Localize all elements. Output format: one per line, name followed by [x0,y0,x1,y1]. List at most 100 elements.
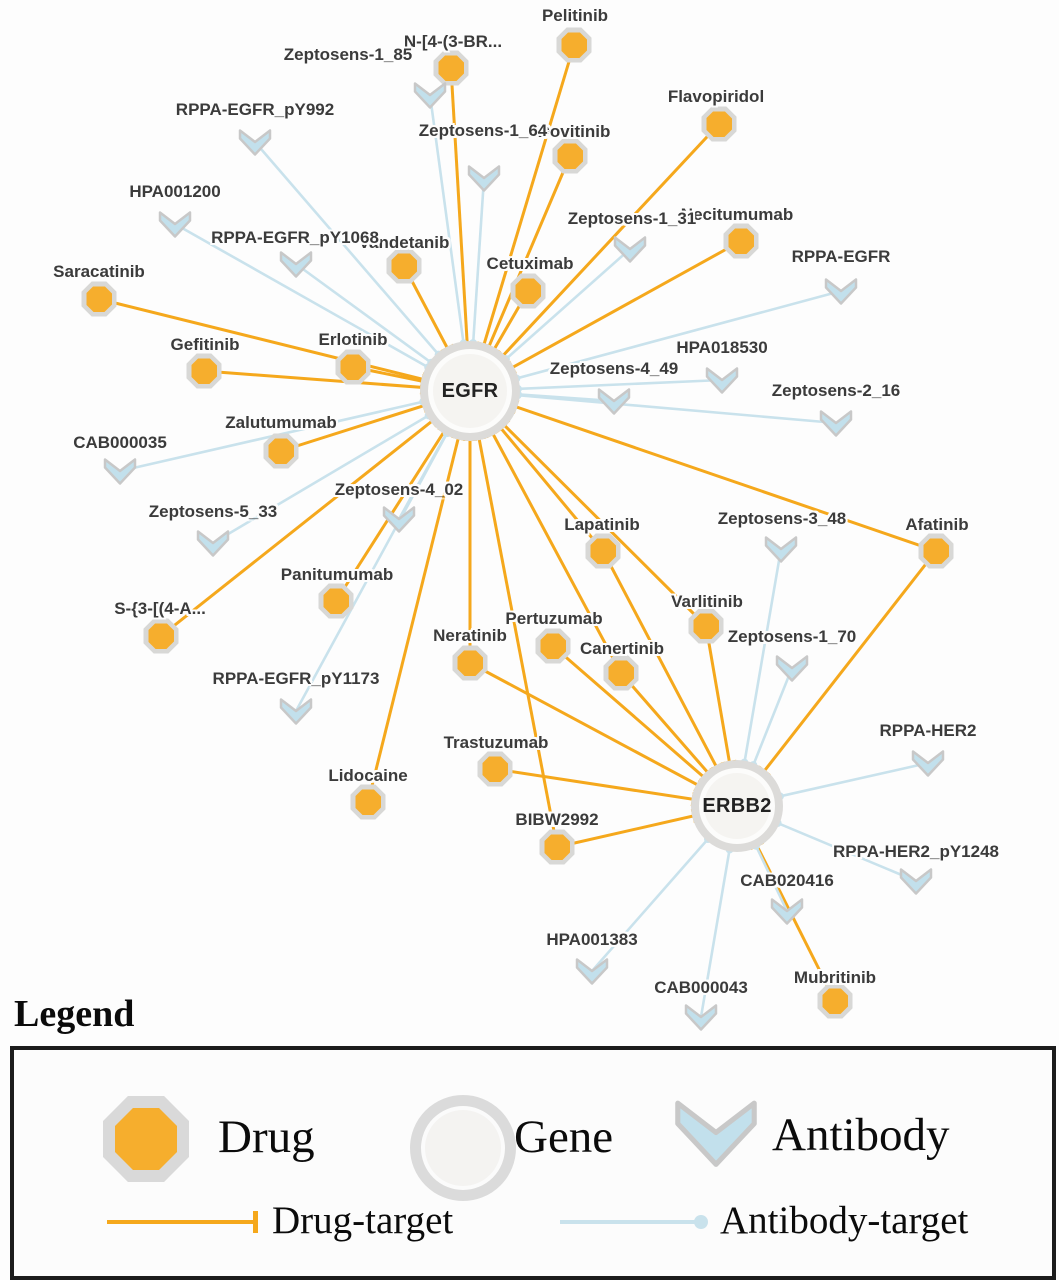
antibody-chevron-icon [575,958,609,985]
drug-target-edge [366,390,472,803]
antibody-chevron-icon [597,388,631,415]
antibody-target-edge [469,389,837,425]
antibody-node-zeptosens_4_49 [596,386,632,417]
node-label-trastuzumab: Trastuzumab [443,733,549,752]
drug-octagon-icon [340,354,366,380]
node-label-cab000035: CAB000035 [73,433,167,452]
node-label-rppa_her2: RPPA-HER2 [879,721,977,740]
inhibition-tee-icon [253,1211,258,1233]
drug-target-edge [469,389,937,553]
drug-octagon-icon [323,588,349,614]
drug-target-edge [601,550,739,807]
antibody-chevron-icon [158,211,192,238]
drug-node-panitumumab [318,583,354,619]
antibody-node-zeptosens_2_16 [818,408,854,439]
gene-label-erbb2: ERBB2 [702,794,772,817]
antibody-target-edge [174,222,471,393]
antibody-target-edge [294,390,472,712]
node-label-gefitinib: Gefitinib [170,335,240,354]
antibody-chevron-icon [279,251,313,278]
node-label-cab000043: CAB000043 [654,978,748,997]
drug-node-neratinib [452,645,488,681]
antibody-node-hpa001383 [574,956,610,987]
antibody-node-zeptosens_1_31 [612,234,648,265]
legend-drug-label: Drug [218,1111,315,1163]
drug-node-necitumumab [723,223,759,259]
drug-node-cetuximab [510,273,546,309]
node-label-cetuximab: Cetuximab [486,254,574,273]
node-label-varlitinib: Varlitinib [671,592,743,611]
antibody-chevron-icon [467,165,501,192]
gene-node-egfr: EGFR [420,341,520,441]
drug-node-lapatinib [585,533,621,569]
antibody-target-edge [119,389,471,473]
legend-box: Drug Gene Antibody Drug-target Antibody-… [10,1046,1056,1280]
node-label-pertuzumab: Pertuzumab [505,609,603,628]
drug-target-edge [468,44,576,392]
antibody-node-hpa001200 [157,209,193,240]
antibody-node-rppa_egfr_py992 [237,127,273,158]
drug-octagon-icon [608,660,634,686]
drug-node-erlotinib [335,349,371,385]
drug-node-pelitinib [556,27,592,63]
antibody-node-zeptosens_3_48 [763,534,799,565]
node-label-erlotinib: Erlotinib [318,330,388,349]
legend-antibody-target-line [560,1215,708,1229]
antibody-chevron-icon [819,410,853,437]
drug-octagon-icon [482,756,508,782]
node-label-dovitinib: Dovitinib [537,122,611,141]
drug-target-edge [735,550,938,807]
drug-octagon-icon [148,623,174,649]
antibody-chevron-icon [764,536,798,563]
edge-dot-icon [694,1215,708,1229]
antibody-chevron-icon [705,367,739,394]
drug-target-edge [468,122,721,393]
antibody-target-edge [254,141,471,392]
drug-node-zalutumumab [263,433,299,469]
node-label-zeptosens_5_33: Zeptosens-5_33 [148,502,278,521]
antibody-chevron-icon [413,82,447,109]
antibody-target-edge [469,289,842,393]
drug-node-saracatinib [81,281,117,317]
legend-drug-target-label: Drug-target [272,1199,454,1242]
drug-octagon-icon [544,834,570,860]
antibody-chevron-icon [684,1004,718,1031]
node-label-necitumumab: Necitumumab [680,205,794,224]
node-label-pelitinib: Pelitinib [541,6,609,25]
legend-drug-target-line [107,1211,258,1233]
drug-octagon-icon [540,633,566,659]
antibody-node-cab020416 [769,896,805,927]
node-label-lidocaine: Lidocaine [328,766,408,785]
node-label-hpa001200: HPA001200 [129,182,221,201]
drug-node-n4_3br [433,50,469,86]
drug-octagon-icon [438,55,464,81]
node-label-zeptosens_1_70: Zeptosens-1_70 [727,627,857,646]
gene-node-erbb2: ERBB2 [691,760,783,852]
node-label-lapatinib: Lapatinib [564,515,640,534]
drug-octagon-icon [86,286,112,312]
drug-octagon-icon [391,253,417,279]
node-label-zeptosens_4_49: Zeptosens-4_49 [549,359,679,378]
legend-gene-label: Gene [514,1111,614,1163]
drug-node-mubritinib [817,983,853,1019]
legend-gene-icon [410,1095,516,1201]
node-label-saracatinib: Saracatinib [53,262,145,281]
antibody-node-zeptosens_5_33 [195,528,231,559]
antibody-node-hpa018530 [704,365,740,396]
drug-octagon-icon [923,538,949,564]
drug-node-vandetanib [386,248,422,284]
node-label-zeptosens_4_02: Zeptosens-4_02 [334,480,464,499]
node-label-cab020416: CAB020416 [740,871,834,890]
legend-title: Legend [14,993,135,1035]
node-label-zeptosens_3_48: Zeptosens-3_48 [717,509,847,528]
antibody-node-zeptosens_1_85 [412,80,448,111]
node-label-flavopiridol: Flavopiridol [667,87,765,106]
antibody-node-zeptosens_4_02 [381,504,417,535]
drug-node-gefitinib [186,353,222,389]
drug-octagon-icon [561,32,587,58]
drug-octagon-icon [557,143,583,169]
drug-octagon-icon [355,789,381,815]
antibody-chevron-icon [899,868,933,895]
node-label-hpa018530: HPA018530 [676,338,768,357]
